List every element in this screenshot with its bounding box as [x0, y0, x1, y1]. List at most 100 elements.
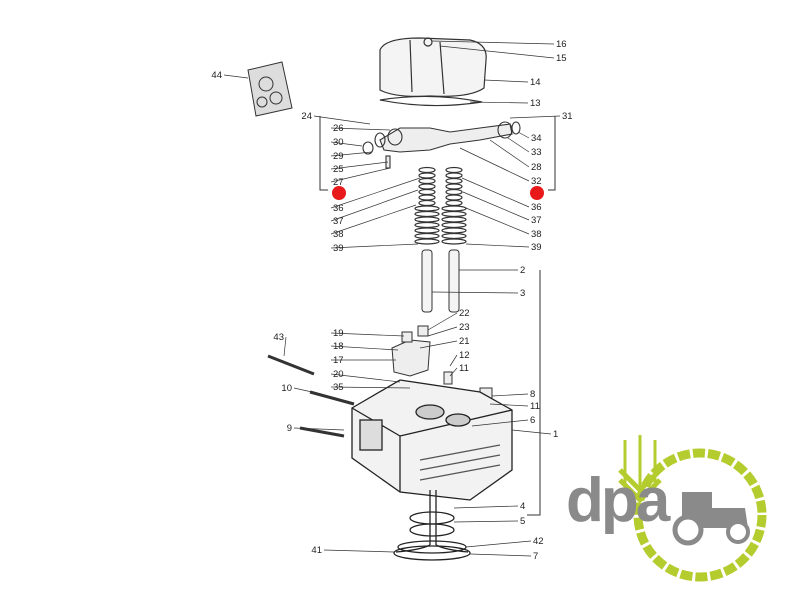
part-label-32: 32	[531, 176, 542, 187]
part-label-37: 37	[531, 215, 542, 226]
part-label-37: 37	[333, 216, 344, 227]
leader-line	[330, 243, 419, 249]
leader-line	[330, 332, 405, 337]
part-label-23: 23	[459, 322, 470, 333]
leader-line	[431, 40, 555, 45]
spring-coil	[441, 216, 467, 223]
part-label-24: 24	[301, 111, 312, 122]
spring-coil	[441, 221, 467, 229]
part-label-10: 10	[281, 383, 292, 394]
part-label-15: 15	[556, 53, 567, 64]
spring-coil	[414, 221, 440, 229]
spring-coil	[418, 188, 436, 196]
leader-line	[453, 520, 519, 523]
leader-line	[330, 345, 399, 351]
rocker-shaft-assembly	[362, 121, 521, 169]
spring-coil	[445, 188, 463, 196]
part-label-13: 13	[530, 98, 541, 109]
part-label-19: 19	[333, 328, 344, 339]
spring-coil	[414, 238, 440, 245]
spring-coil	[445, 183, 463, 190]
part-label-7: 7	[533, 551, 538, 562]
leader-line	[431, 291, 519, 294]
spring-coil	[414, 227, 440, 234]
leader-line	[330, 167, 391, 183]
leader-line	[489, 403, 529, 407]
leader-line	[462, 191, 530, 221]
part-label-20: 20	[333, 369, 344, 380]
spring-coil	[441, 227, 467, 234]
leader-line	[293, 427, 345, 431]
part-label-2: 2	[520, 265, 525, 276]
leader-line	[427, 312, 458, 331]
part-label-38: 38	[531, 229, 542, 240]
push-rods	[421, 249, 460, 313]
spring-coil	[414, 205, 440, 212]
leader-line	[459, 147, 530, 182]
part-label-41: 41	[311, 545, 322, 556]
highlight-marker-left	[332, 186, 346, 200]
spring-coil	[445, 166, 463, 174]
leader-line	[427, 326, 458, 337]
leader-line	[517, 131, 530, 139]
part-label-6: 6	[530, 415, 535, 426]
leader-line	[465, 243, 530, 248]
highlight-markers	[332, 186, 544, 200]
spring-coil	[418, 194, 436, 201]
leader-line	[471, 419, 529, 427]
valve-cover	[379, 37, 487, 107]
part-label-4: 4	[520, 501, 525, 512]
part-label-9: 9	[287, 423, 292, 434]
spring-coil	[418, 166, 436, 174]
part-label-30: 30	[333, 137, 344, 148]
leader-line	[465, 540, 532, 548]
spring-coil	[414, 216, 440, 223]
part-label-27: 27	[333, 177, 344, 188]
leader-line	[330, 204, 417, 235]
leader-line	[507, 137, 530, 153]
valves	[393, 490, 471, 561]
part-label-25: 25	[333, 164, 344, 175]
leader-line	[439, 45, 555, 59]
dpa-logo-text: dpa	[566, 466, 670, 535]
leader-line	[330, 373, 401, 383]
part-label-22: 22	[459, 308, 470, 319]
highlight-marker-right	[530, 186, 544, 200]
leader-line	[223, 74, 249, 79]
part-label-5: 5	[520, 516, 525, 527]
leader-line	[323, 549, 395, 553]
leader-line	[491, 393, 529, 397]
spring-coil	[414, 210, 440, 218]
part-label-36: 36	[531, 202, 542, 213]
part-label-44: 44	[211, 70, 222, 81]
spring-coil	[418, 177, 436, 185]
leader-line	[489, 139, 530, 168]
spring-coil	[445, 199, 463, 207]
cylinder-head	[351, 379, 513, 501]
spring-coil	[445, 172, 463, 179]
valve-springs	[414, 166, 467, 245]
leader-line	[330, 141, 363, 147]
leader-line	[330, 386, 411, 389]
part-label-11: 11	[530, 401, 540, 412]
part-label-12: 12	[459, 350, 470, 361]
leader-line	[283, 336, 287, 357]
leader-line	[469, 553, 532, 557]
part-label-8: 8	[530, 389, 535, 400]
part-label-1: 1	[553, 429, 558, 440]
part-label-14: 14	[530, 77, 541, 88]
spring-coil	[441, 205, 467, 212]
part-label-33: 33	[531, 147, 542, 158]
part-label-16: 16	[556, 39, 567, 50]
leader-line	[483, 79, 529, 83]
leader-line	[453, 505, 519, 509]
leader-line	[330, 177, 421, 209]
part-label-38: 38	[333, 229, 344, 240]
leader-line	[465, 207, 530, 235]
part-label-21: 21	[459, 336, 470, 347]
spring-coil	[441, 238, 467, 245]
part-label-18: 18	[333, 341, 344, 352]
gasket-packet	[247, 61, 293, 117]
